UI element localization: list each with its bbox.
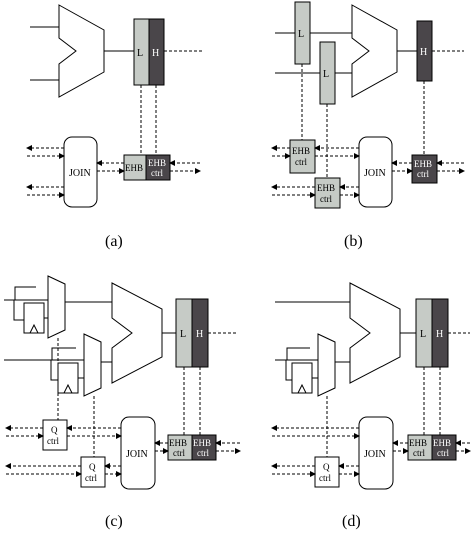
ehb-ctrl-3-b [411,154,438,184]
ehb-ctrl-label-d: EHB [433,438,451,448]
join-label-b: JOIN [364,168,386,179]
panel-b: L L H EHB ctrl EHB ctrl JOIN EHB ctrl [271,1,465,250]
ehb-ctrl-label2-a: ctrl [151,168,163,178]
ehb-ctrl-2-b [314,177,341,209]
caption-d: (d) [342,513,361,530]
mini-mux-1-c [47,275,66,339]
ehb-label2-d: ctrl [413,448,425,458]
latch-d [291,362,313,394]
join-b [358,136,393,208]
join-label-c: JOIN [126,449,148,460]
join-a [63,136,98,208]
q-ctrl-label-d: Q [323,462,330,472]
register-l-label-d: L [420,329,426,340]
mux-c [111,282,163,384]
join-c [120,416,156,490]
q-ctrl-d [314,456,340,488]
ehb-ctrl-d [431,434,457,461]
q-ctrl-1-label2-c: ctrl [47,436,59,446]
latch-l2-label-b: L [323,69,329,80]
ehb-d [407,434,433,461]
ehb-ctrl-label-a: EHB [148,158,166,168]
register-l-label-c: L [180,329,186,340]
q-ctrl-1-label-c: Q [51,425,58,435]
latch-2-c [57,362,79,394]
ehb-ctrl-label-c: EHB [193,438,211,448]
ehb-label-c: EHB [169,438,187,448]
panel-c: L H Q ctrl Q ctrl JOIN EHB ctrl EHB ctrl [4,275,241,530]
ehb-label2-c: ctrl [173,448,185,458]
join-label-a: JOIN [69,168,91,179]
ehb-ctrl-1-label-b: EHB [292,146,310,156]
latch-1-c [23,302,45,334]
caption-b: (b) [344,233,363,250]
ehb-label-a: EHB [125,163,143,173]
ehb-c [167,434,193,461]
register-h-label-a: H [152,48,159,59]
q-ctrl-label2-d: ctrl [319,473,331,483]
mux-a [58,4,105,98]
ehb-ctrl-3-label2-b: ctrl [417,169,429,179]
caption-a: (a) [105,233,123,250]
panel-d: L H Q ctrl JOIN EHB ctrl EHB ctrl (d) [271,282,471,530]
register-l-label-a: L [137,48,143,59]
ehb-ctrl-label2-c: ctrl [197,448,209,458]
register-h-label-c: H [196,329,203,340]
ehb-ctrl-2-label2-b: ctrl [320,194,332,204]
q-ctrl-2-label-c: Q [89,462,96,472]
panel-a: L H JOIN EHB EHB ctrl (a) [26,4,204,250]
ehb-label-d: EHB [409,438,427,448]
caption-c: (c) [105,513,123,530]
ehb-ctrl-c [191,434,217,461]
q-ctrl-2-label2-c: ctrl [85,473,97,483]
register-h-label-d: H [436,329,443,340]
ehb-ctrl-a [145,154,171,181]
ehb-ctrl-3-label-b: EHB [414,159,432,169]
ehb-ctrl-1-b [289,139,316,174]
ehb-ctrl-2-label-b: EHB [317,183,335,193]
join-label-d: JOIN [364,449,386,460]
mini-mux-2-c [83,333,102,397]
mini-mux-d [317,333,336,397]
join-d [358,416,394,490]
mux-d [349,282,401,384]
ehb-ctrl-1-label2-b: ctrl [295,157,307,167]
mux-b [351,4,398,98]
q-ctrl-1-c [42,419,68,451]
ehb-ctrl-label2-d: ctrl [437,448,449,458]
register-h-label-b: H [420,47,427,58]
latch-l1-label-b: L [298,29,304,40]
